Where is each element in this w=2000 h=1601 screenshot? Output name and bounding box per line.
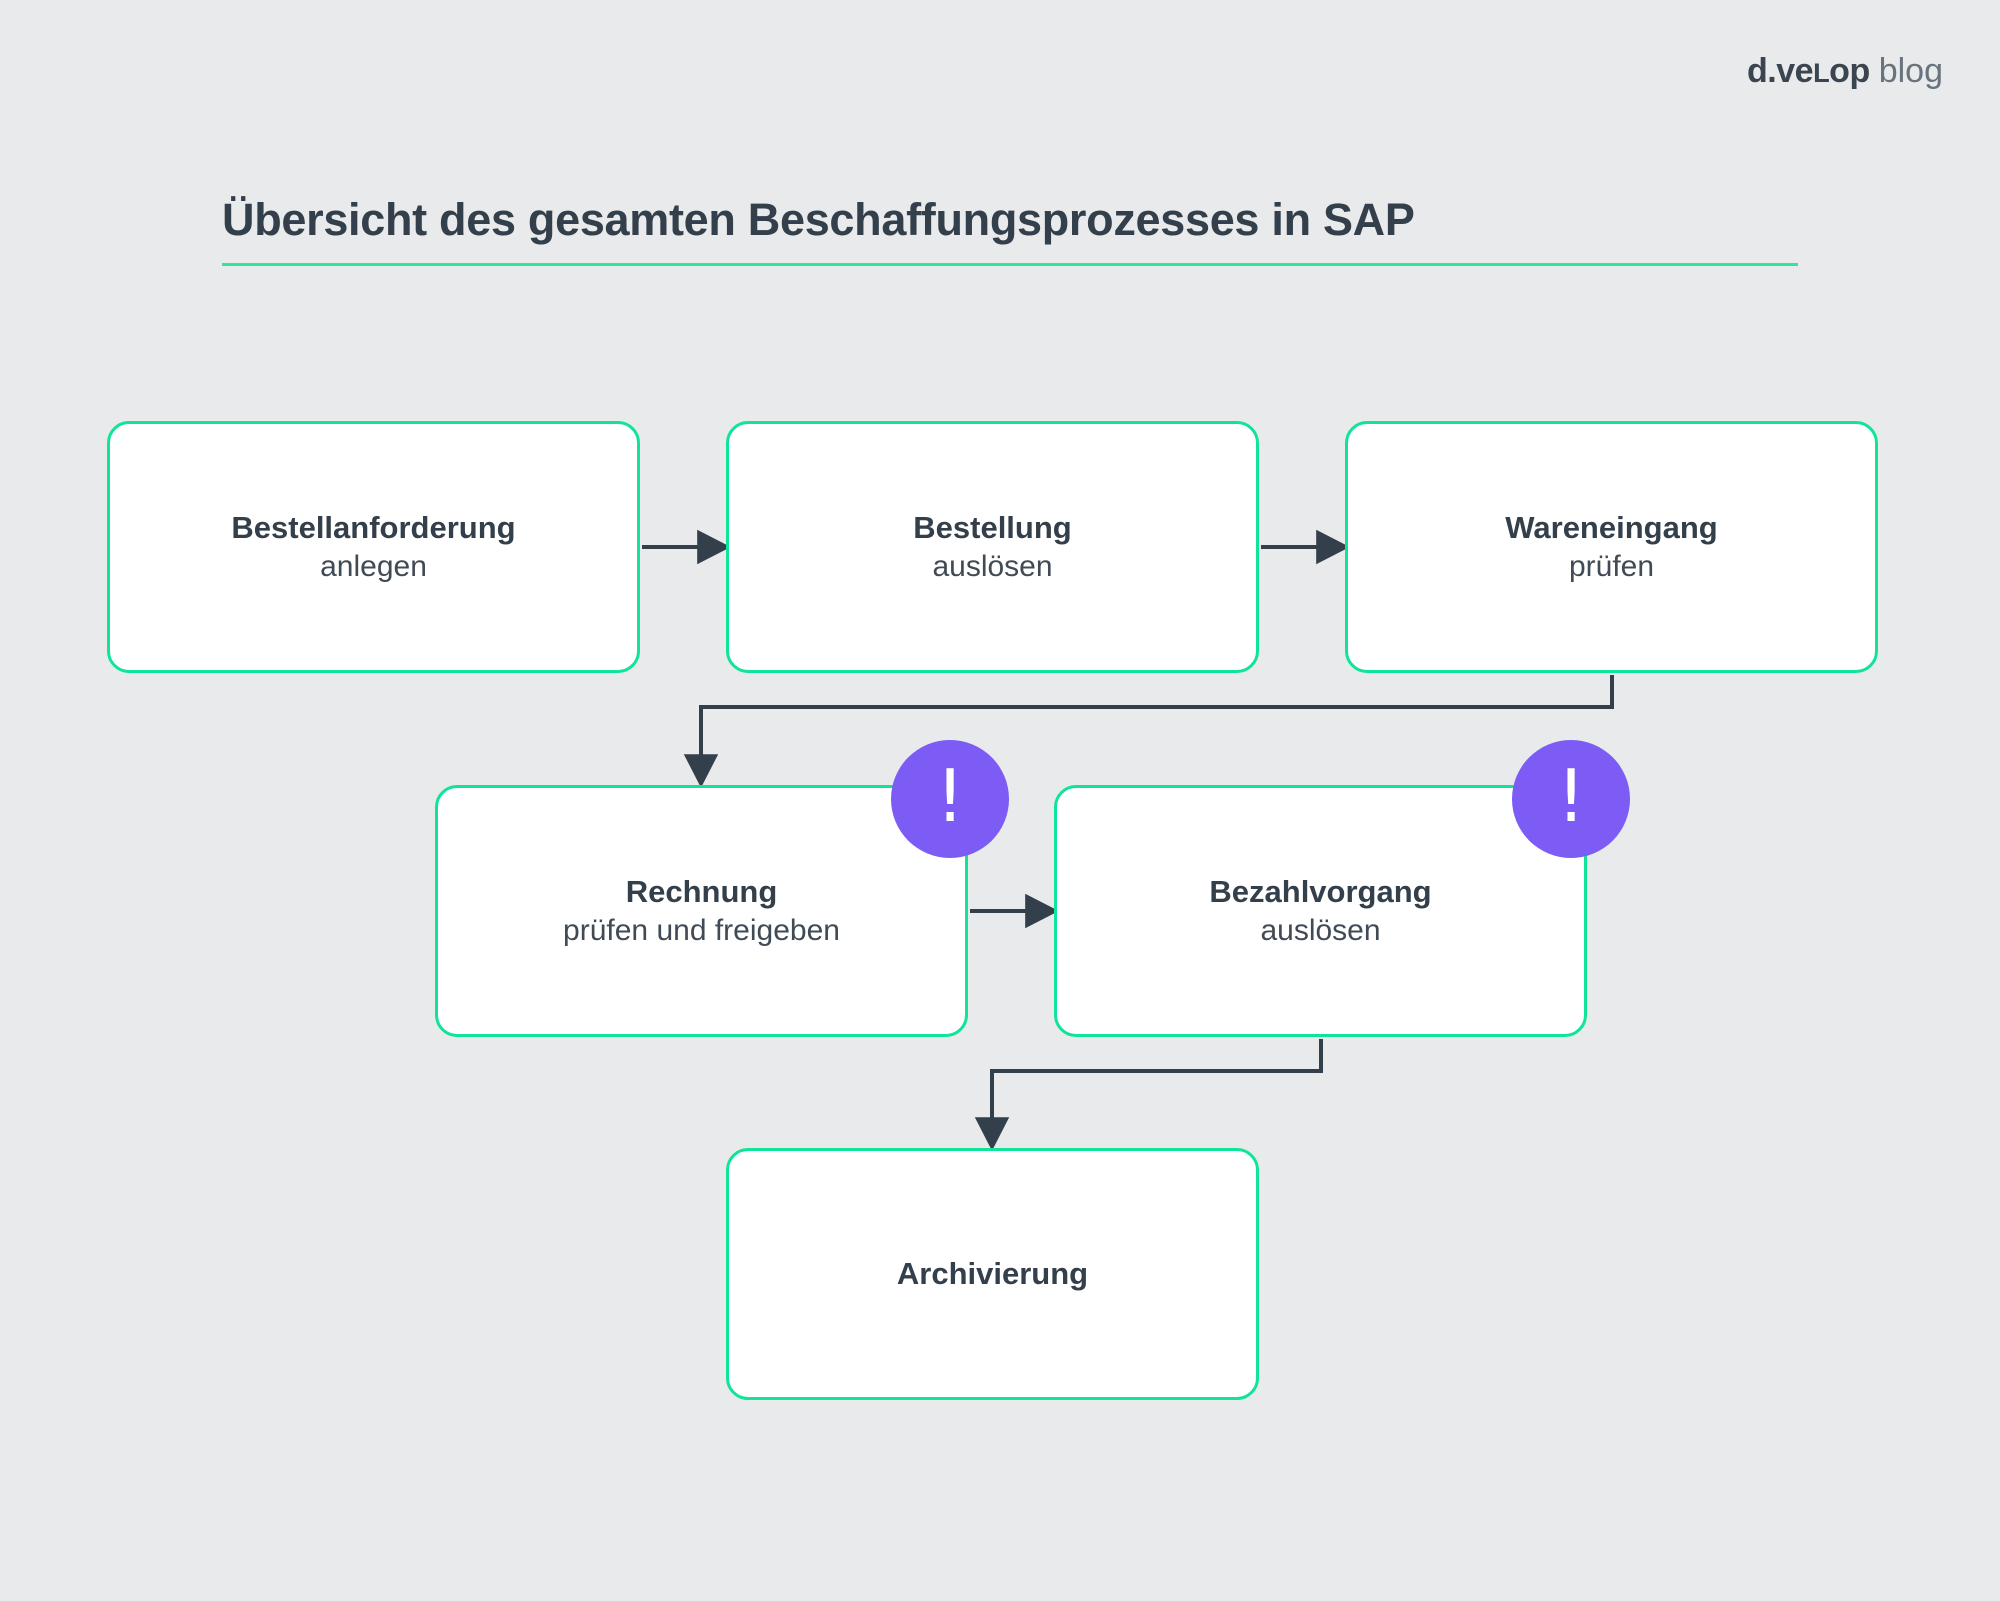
process-node-archivierung[interactable]: Archivierung bbox=[726, 1148, 1259, 1400]
brand-logo-mark-prefix: d.ve bbox=[1747, 52, 1814, 90]
process-node-subtitle: anlegen bbox=[320, 549, 427, 583]
brand-logo-mark-smallcap: L bbox=[1813, 57, 1830, 88]
process-node-wareneingang[interactable]: Wareneingang prüfen bbox=[1345, 421, 1878, 673]
process-node-subtitle: prüfen bbox=[1568, 549, 1655, 583]
process-node-title: Bezahlvorgang bbox=[1209, 873, 1432, 909]
title-underline-rule bbox=[222, 263, 1798, 267]
process-node-title: Rechnung bbox=[625, 873, 778, 909]
process-node-bestellanforderung[interactable]: Bestellanforderung anlegen bbox=[107, 421, 640, 673]
brand-logo-mark: d.veLop bbox=[1747, 52, 1870, 91]
edge-wareneingang-to-rechnung bbox=[683, 675, 1614, 788]
page-title: Übersicht des gesamten Beschaffungsproze… bbox=[222, 194, 1415, 245]
process-node-subtitle: prüfen und freigeben bbox=[563, 913, 840, 947]
brand-logo-word: blog bbox=[1878, 52, 1943, 90]
process-node-title: Bestellanforderung bbox=[231, 509, 516, 545]
process-node-subtitle: auslösen bbox=[1260, 913, 1381, 947]
process-node-bestellung[interactable]: Bestellung auslösen bbox=[726, 421, 1259, 673]
process-node-title: Bestellung bbox=[913, 509, 1072, 545]
exclamation-icon: ! bbox=[1556, 754, 1586, 838]
alert-badge-bezahlvorgang[interactable]: ! bbox=[1512, 740, 1630, 858]
brand-logo-mark-suffix: op bbox=[1829, 52, 1870, 90]
process-node-bezahlvorgang[interactable]: Bezahlvorgang auslösen bbox=[1054, 785, 1587, 1037]
alert-badge-rechnung[interactable]: ! bbox=[891, 740, 1009, 858]
process-node-title: Archivierung bbox=[896, 1255, 1089, 1291]
page-title-block: Übersicht des gesamten Beschaffungsproze… bbox=[222, 194, 1802, 267]
process-node-subtitle: auslösen bbox=[932, 549, 1053, 583]
brand-logo: d.veLop blog bbox=[1747, 52, 1943, 91]
process-node-title: Wareneingang bbox=[1505, 509, 1718, 545]
exclamation-icon: ! bbox=[935, 754, 965, 838]
process-node-rechnung[interactable]: Rechnung prüfen und freigeben bbox=[435, 785, 968, 1037]
edge-bezahlvorgang-to-archivierung bbox=[974, 1039, 1323, 1151]
